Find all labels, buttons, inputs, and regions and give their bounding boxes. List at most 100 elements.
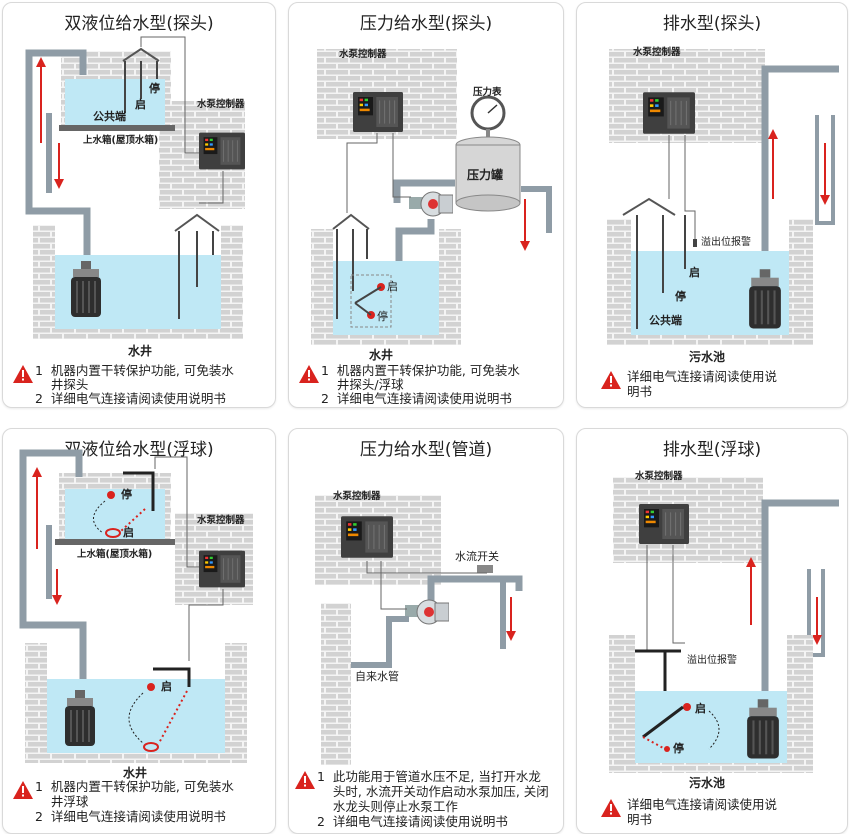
label-controller: 水泵控制器 — [197, 99, 245, 110]
label-start: 启 — [695, 702, 706, 715]
submersible-pump — [748, 269, 782, 330]
float-start-arm — [642, 705, 684, 739]
label-stop: 停 — [149, 82, 160, 95]
drainage-float-diagram — [609, 477, 839, 773]
pool-floor — [609, 763, 813, 773]
float-bracket — [123, 471, 155, 511]
tank-floor — [59, 125, 175, 131]
inlet-wall — [321, 603, 351, 765]
float-zone — [350, 274, 392, 328]
note-line: 2 详细电气连接请阅读使用说明书 — [35, 391, 226, 406]
gauge-needle — [487, 104, 498, 114]
label-well: 水井 — [128, 344, 153, 358]
flow-arrow-down-head — [54, 179, 64, 189]
pool-right-wall — [787, 635, 813, 771]
label-gauge: 压力表 — [473, 87, 502, 98]
note-block: 详细电气连接请阅读使用说 明书 — [601, 369, 841, 403]
alarm-wire — [684, 135, 696, 239]
supply-pipe — [25, 49, 87, 199]
float-swing-arc — [708, 710, 720, 750]
panel-drainage-probe: 排水型(探头) 水泵控制器 溢出位报警 启 停 公共端 污水池 详细电气连接请阅… — [576, 2, 848, 408]
submersible-pump — [746, 699, 780, 760]
well-float-start — [147, 683, 155, 691]
label-roof-tank: 上水箱(屋顶水箱) — [83, 135, 159, 146]
note-line: 头时, 水流开关动作启动水泵加压, 关闭 — [317, 784, 549, 799]
label-controller: 水泵控制器 — [197, 515, 245, 526]
probe-frame — [622, 197, 676, 216]
flow-arrow-up-head — [746, 557, 756, 567]
panel-title: 压力给水型(探头) — [359, 14, 493, 34]
panel-drainage-float: 排水型(浮球) 水泵控制器 溢出位报警 启 停 污水池 详细电气连接请阅读使用说… — [576, 428, 848, 834]
panel-title: 双液位给水型(浮球) — [64, 440, 214, 460]
pressure-tank-bottom — [455, 194, 521, 212]
supply-pipe — [19, 449, 83, 615]
overflow-pipe — [807, 569, 825, 657]
well-float-bracket — [153, 667, 191, 687]
label-overflow: 溢出位报警 — [687, 655, 737, 666]
controller-box — [643, 91, 695, 135]
label-start: 启 — [387, 280, 398, 293]
label-common: 公共端 — [93, 110, 126, 123]
well-floor — [25, 753, 247, 763]
label-common: 公共端 — [649, 314, 682, 327]
well-wire — [188, 589, 224, 661]
note-line: 详细电气连接请阅读使用说 — [627, 369, 778, 384]
flow-arrow-down-head — [52, 595, 62, 605]
label-stop: 停 — [121, 488, 132, 501]
alarm-wire — [672, 545, 685, 644]
panel-pressure-pipeline: 压力给水型(管道) 水泵控制器 水流开关 自来水管 1 此功能用于管道水压不足,… — [288, 428, 564, 834]
warning-icon — [295, 771, 315, 789]
overflow-pipe — [815, 115, 835, 225]
dual-level-float-diagram — [19, 449, 253, 763]
note-line: 1 此功能用于管道水压不足, 当打开水龙 — [317, 769, 541, 784]
label-well: 水井 — [123, 766, 148, 780]
panel-dual-level-float: 双液位给水型(浮球) 停 启 上水箱(屋顶水箱) 水泵控制器 启 水井 — [2, 428, 276, 834]
label-roof-tank: 上水箱(屋顶水箱) — [77, 549, 153, 560]
label-pool: 污水池 — [689, 350, 726, 364]
well-right-wall — [225, 643, 247, 761]
well-right-wall — [221, 225, 243, 337]
drainage-probe-diagram — [607, 49, 839, 345]
warning-icon — [299, 365, 319, 383]
pool-left-wall — [607, 219, 631, 343]
flow-arrow-up-head — [768, 129, 778, 139]
label-inlet: 自来水管 — [355, 670, 399, 683]
float-cable — [354, 286, 382, 316]
note-line: 井探头 — [35, 377, 89, 392]
well-float-arc — [128, 692, 144, 744]
label-controller: 水泵控制器 — [635, 471, 683, 482]
control-wire — [346, 133, 378, 213]
pool-right-wall — [789, 219, 813, 343]
controller-box — [353, 91, 403, 133]
well-left-wall — [25, 643, 47, 761]
label-stop: 停 — [673, 742, 684, 755]
well-right-wall — [439, 229, 461, 343]
flow-arrow-down-head — [820, 195, 830, 205]
label-start: 启 — [123, 526, 134, 539]
pressure-probe-diagram — [311, 49, 552, 345]
warning-icon — [601, 371, 621, 389]
discharge-pipe — [393, 179, 455, 203]
note-line: 井探头/浮球 — [321, 377, 404, 392]
discharge-pipe — [761, 499, 839, 719]
panel-title: 双液位给水型(探头) — [64, 14, 214, 34]
label-overflow: 溢出位报警 — [701, 237, 751, 248]
note-line: 1 机器内置干转保护功能, 可免装水 — [35, 363, 234, 378]
note-block: 1 机器内置干转保护功能, 可免装水 井探头 2 详细电气连接请阅读使用说明书 — [13, 363, 273, 406]
label-stop: 停 — [675, 290, 686, 303]
flow-switch — [477, 565, 493, 573]
float-start — [683, 703, 691, 711]
note-block: 1 此功能用于管道水压不足, 当打开水龙 头时, 水流开关动作启动水泵加压, 关… — [295, 769, 561, 833]
drop-pipe — [25, 199, 91, 263]
panel-pressure-probe: 压力给水型(探头) 水泵控制器 压力表 压力罐 启 停 水井 — [288, 2, 564, 408]
control-wire — [140, 36, 199, 154]
well-floor — [311, 335, 461, 345]
panel-title: 排水型(探头) — [662, 14, 762, 34]
label-pool: 污水池 — [689, 776, 726, 790]
float-start — [105, 528, 121, 538]
pressure-pipeline-diagram — [315, 495, 523, 765]
well-left-wall — [33, 225, 55, 337]
note-line: 2 详细电气连接请阅读使用说明书 — [317, 814, 508, 829]
submersible-pump — [70, 261, 102, 318]
note-line: 1 机器内置干转保护功能, 可免装水 — [321, 363, 520, 378]
